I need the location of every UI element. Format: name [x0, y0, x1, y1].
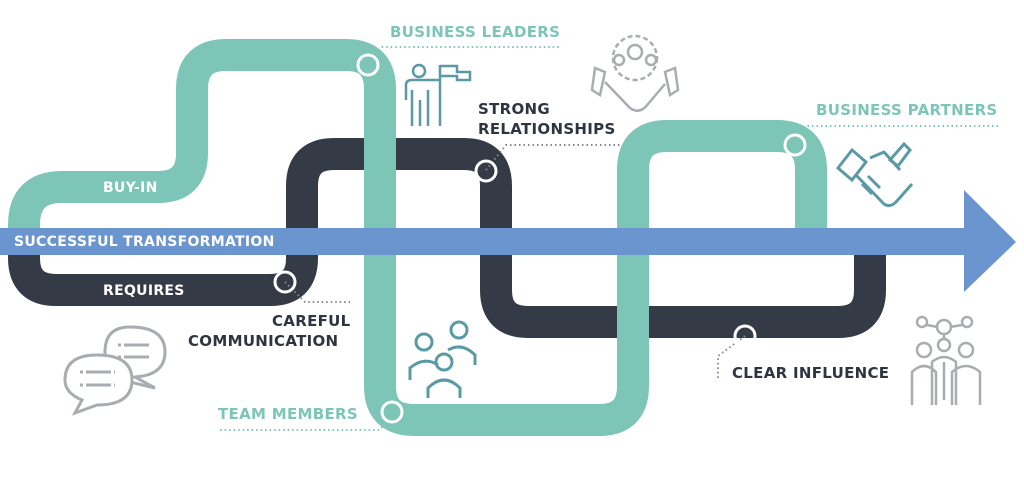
- title-label: SUCCESSFUL TRANSFORMATION: [14, 234, 275, 250]
- buy-in-path: [8, 39, 827, 436]
- team-members-label: TEAM MEMBERS: [218, 405, 358, 423]
- team-handshake-icon: [590, 34, 680, 112]
- transformation-arrow: [0, 190, 1016, 292]
- marker-business-leaders: [356, 53, 380, 77]
- business-partners-label: BUSINESS PARTNERS: [816, 101, 998, 119]
- marker-strong-relationships: [474, 159, 498, 183]
- marker-careful-communication: [273, 270, 297, 294]
- strong-label-line1: STRONG: [478, 100, 551, 118]
- marker-business-partners: [783, 133, 807, 157]
- strong-label-line2: RELATIONSHIPS: [478, 120, 616, 138]
- handshake-icon: [835, 141, 914, 208]
- marker-team-members: [380, 400, 404, 424]
- buy-in-label: BUY-IN: [103, 180, 158, 196]
- marker-clear-influence: [733, 324, 757, 348]
- requires-path: [8, 138, 886, 338]
- careful-label-line2: COMMUNICATION: [188, 332, 339, 350]
- careful-label-line1: CAREFUL: [272, 312, 351, 330]
- network-people-icon: [910, 315, 982, 405]
- requires-label: REQUIRES: [103, 283, 185, 299]
- business-leaders-label: BUSINESS LEADERS: [390, 23, 561, 41]
- chat-bubbles-icon: [63, 325, 167, 416]
- clear-influence-label: CLEAR INFLUENCE: [732, 364, 890, 382]
- leader-flag-icon: [404, 63, 472, 126]
- team-members-icon: [408, 320, 477, 398]
- leader-lines: [218, 46, 1000, 431]
